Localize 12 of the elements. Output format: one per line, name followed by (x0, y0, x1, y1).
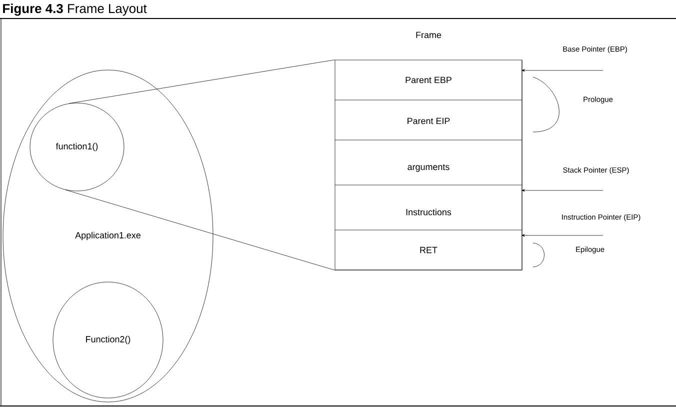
stack-cell: Parent EBP (334, 60, 522, 100)
stack-cell: RET (334, 230, 522, 270)
stack-cell: Instructions (334, 184, 522, 230)
pointer-arrow (522, 234, 604, 237)
stack-cell: arguments (334, 140, 522, 186)
zoom-line (65, 190, 335, 270)
node-label: Frame (416, 32, 442, 38)
zoom-line (69, 60, 335, 104)
pointer-arrow (522, 69, 604, 72)
pointer-arrow (522, 189, 604, 192)
figure-title: Figure 4.3 Frame Layout (3, 4, 147, 16)
stack-cell: Parent EIP (334, 100, 522, 140)
